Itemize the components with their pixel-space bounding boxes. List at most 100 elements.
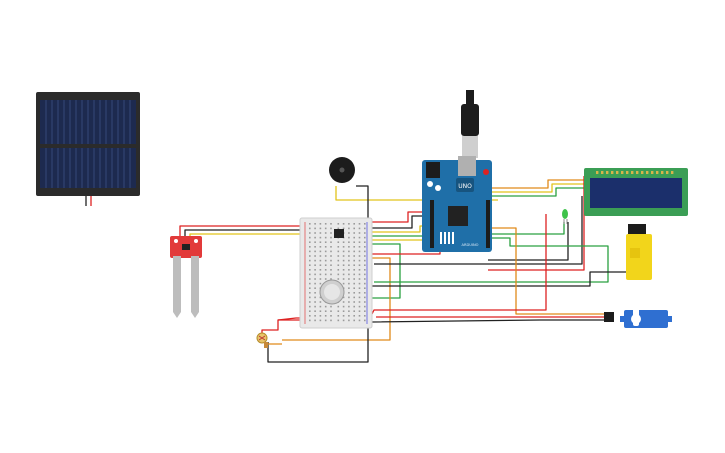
breadboard-hole[interactable] <box>358 269 361 271</box>
breadboard-hole[interactable] <box>353 301 355 303</box>
breadboard-hole[interactable] <box>319 223 322 225</box>
breadboard-hole[interactable] <box>314 292 316 294</box>
breadboard-hole[interactable] <box>353 264 355 266</box>
wire-lcd-green[interactable] <box>488 187 588 197</box>
breadboard-hole[interactable] <box>319 282 322 285</box>
breadboard-hole[interactable] <box>364 301 366 303</box>
breadboard-hole[interactable] <box>364 241 366 243</box>
lcd-pin[interactable] <box>636 171 639 174</box>
potentiometer[interactable] <box>319 279 345 305</box>
breadboard-hole[interactable] <box>314 305 316 308</box>
breadboard-hole[interactable] <box>309 223 311 225</box>
breadboard-hole[interactable] <box>309 246 311 248</box>
lcd-pin[interactable] <box>621 171 624 174</box>
breadboard-hole[interactable] <box>348 282 350 285</box>
breadboard-hole[interactable] <box>309 250 311 253</box>
lcd-pin[interactable] <box>616 171 619 174</box>
breadboard-hole[interactable] <box>337 315 340 317</box>
breadboard-hole[interactable] <box>364 278 366 280</box>
breadboard-hole[interactable] <box>309 305 311 308</box>
breadboard-hole[interactable] <box>309 301 311 303</box>
breadboard-hole[interactable] <box>309 273 311 276</box>
breadboard-hole[interactable] <box>342 255 345 257</box>
breadboard-hole[interactable] <box>314 310 316 312</box>
wire-bb-red-1[interactable] <box>368 211 430 223</box>
breadboard-hole[interactable] <box>348 310 350 312</box>
breadboard-hole[interactable] <box>353 296 355 299</box>
soil-moisture-sensor[interactable] <box>170 236 202 318</box>
wire-bb-orange-1[interactable] <box>282 257 391 341</box>
breadboard-hole[interactable] <box>348 223 350 225</box>
breadboard-hole[interactable] <box>348 296 350 299</box>
breadboard-hole[interactable] <box>319 264 322 266</box>
breadboard-hole[interactable] <box>364 315 366 317</box>
breadboard-hole[interactable] <box>314 223 316 225</box>
wire-lcd-yellow[interactable] <box>488 183 588 193</box>
breadboard-hole[interactable] <box>314 301 316 303</box>
breadboard-hole[interactable] <box>337 319 340 322</box>
breadboard-hole[interactable] <box>309 269 311 271</box>
breadboard-hole[interactable] <box>314 227 316 230</box>
breadboard-hole[interactable] <box>324 250 327 253</box>
breadboard-hole[interactable] <box>337 223 340 225</box>
breadboard-hole[interactable] <box>314 315 316 317</box>
wire-sensor-yellow[interactable] <box>189 233 306 238</box>
breadboard-hole[interactable] <box>309 319 311 322</box>
breadboard-hole[interactable] <box>353 278 355 280</box>
breadboard-hole[interactable] <box>358 310 361 312</box>
breadboard-hole[interactable] <box>342 269 345 271</box>
breadboard-hole[interactable] <box>342 250 345 253</box>
breadboard-hole[interactable] <box>319 255 322 257</box>
breadboard[interactable] <box>299 217 373 329</box>
breadboard-hole[interactable] <box>309 232 311 234</box>
breadboard-hole[interactable] <box>358 255 361 257</box>
breadboard-hole[interactable] <box>330 264 332 266</box>
lcd-pin[interactable] <box>661 171 664 174</box>
breadboard-hole[interactable] <box>358 296 361 299</box>
breadboard-hole[interactable] <box>319 296 322 299</box>
wire-motor-black[interactable] <box>372 271 637 287</box>
breadboard-hole[interactable] <box>319 241 322 243</box>
breadboard-hole[interactable] <box>319 232 322 234</box>
wire-lcd-black[interactable] <box>374 196 583 265</box>
breadboard-hole[interactable] <box>358 232 361 234</box>
breadboard-hole[interactable] <box>330 319 332 322</box>
breadboard-hole[interactable] <box>342 310 345 312</box>
wire-ldr-red[interactable] <box>261 319 304 336</box>
breadboard-hole[interactable] <box>330 241 332 243</box>
breadboard-hole[interactable] <box>364 259 366 262</box>
breadboard-hole[interactable] <box>353 236 355 239</box>
breadboard-hole[interactable] <box>342 278 345 280</box>
breadboard-hole[interactable] <box>314 255 316 257</box>
lcd-pin[interactable] <box>631 171 634 174</box>
breadboard-hole[interactable] <box>364 296 366 299</box>
lcd-pin[interactable] <box>601 171 604 174</box>
breadboard-hole[interactable] <box>324 223 327 225</box>
lcd-pin[interactable] <box>651 171 654 174</box>
breadboard-hole[interactable] <box>314 259 316 262</box>
lcd-16x2-display[interactable] <box>584 168 688 216</box>
breadboard-hole[interactable] <box>358 223 361 225</box>
wire-sensor-black[interactable] <box>184 229 306 238</box>
breadboard-hole[interactable] <box>337 269 340 271</box>
breadboard-hole[interactable] <box>348 278 350 280</box>
breadboard-hole[interactable] <box>342 305 345 308</box>
breadboard-hole[interactable] <box>314 278 316 280</box>
breadboard-hole[interactable] <box>348 305 350 308</box>
breadboard-hole[interactable] <box>342 282 345 285</box>
breadboard-hole[interactable] <box>337 255 340 257</box>
breadboard-hole[interactable] <box>364 292 366 294</box>
breadboard-hole[interactable] <box>348 259 350 262</box>
breadboard-hole[interactable] <box>319 227 322 230</box>
breadboard-hole[interactable] <box>314 269 316 271</box>
breadboard-hole[interactable] <box>353 246 355 248</box>
breadboard-hole[interactable] <box>342 259 345 262</box>
breadboard-hole[interactable] <box>337 227 340 230</box>
breadboard-hole[interactable] <box>353 241 355 243</box>
lcd-pin[interactable] <box>596 171 599 174</box>
breadboard-hole[interactable] <box>319 305 322 308</box>
breadboard-hole[interactable] <box>319 319 322 322</box>
breadboard-hole[interactable] <box>337 241 340 243</box>
breadboard-hole[interactable] <box>319 236 322 239</box>
breadboard-hole[interactable] <box>309 264 311 266</box>
